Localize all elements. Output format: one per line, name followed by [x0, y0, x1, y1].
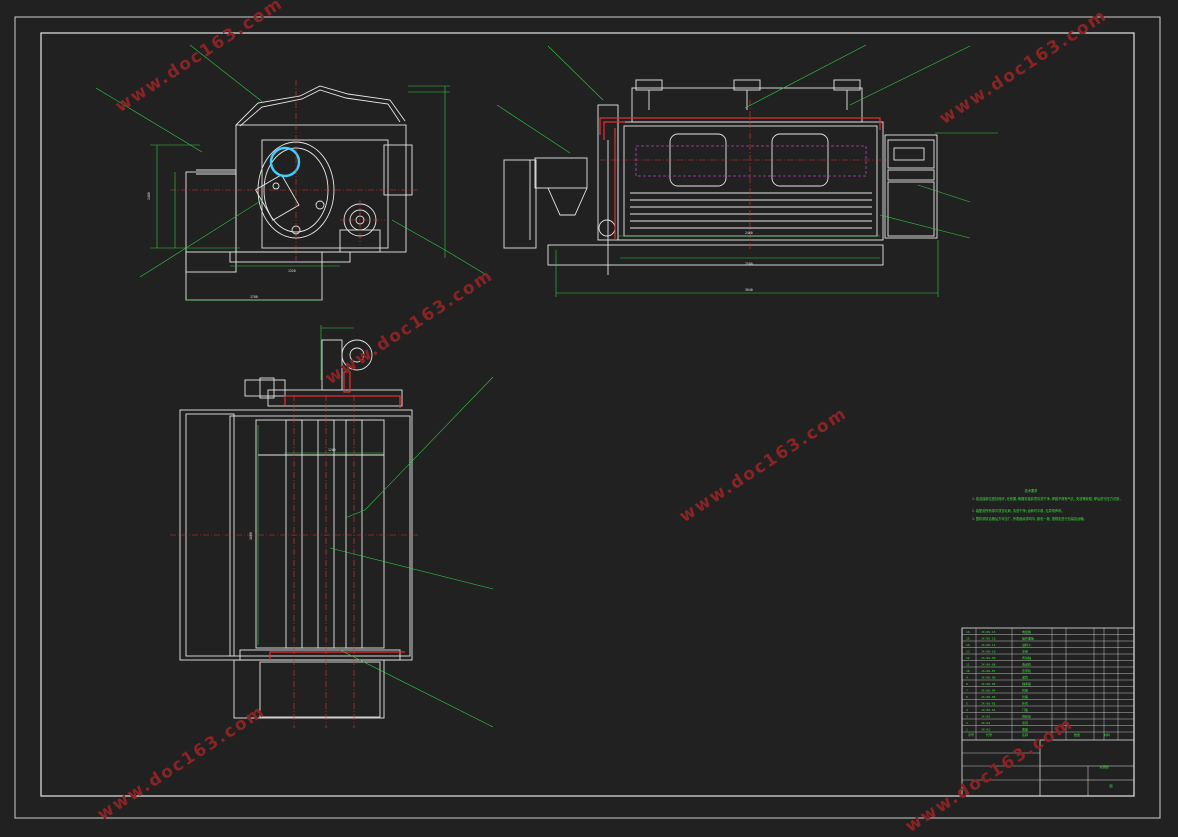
parts-row-name: 观察窗: [1022, 713, 1031, 718]
parts-row-name: 管路: [1022, 694, 1028, 699]
top-span-dim: 1200: [328, 448, 336, 452]
tech-notes: 技术要求 1.各连接部位密封良好,无泄漏;管路安装前须清洗干净,焊缝不得有气孔,…: [972, 488, 1121, 521]
parts-row-code: JX-06-12: [981, 636, 996, 640]
tech-note-1: 1.各连接部位密封良好,无泄漏;管路安装前须清洗干净,焊缝不得有气孔,夹渣等缺陷…: [972, 496, 1121, 501]
parts-row-name: 支架: [1022, 648, 1028, 653]
front-view-dimensions: [496, 44, 998, 297]
parts-row-no: 5: [966, 701, 968, 705]
parts-row-no: 12: [966, 656, 970, 660]
top-height-dim: 1800: [249, 532, 253, 540]
parts-row-name: 操作面板: [1022, 635, 1034, 640]
parts-row-code: JX-06-05: [981, 682, 996, 686]
outer-sheet-border: [14, 16, 1161, 819]
parts-row-name: 皮带轮: [1022, 668, 1031, 673]
parts-row-no: 6: [966, 695, 968, 699]
drawing-name: 总装图: [1099, 764, 1108, 769]
tb-header-name: 名称: [1022, 732, 1028, 737]
parts-row-name: 门板: [1022, 707, 1028, 712]
side-view-inlet-blue: [269, 146, 301, 178]
parts-row-no: 9: [966, 675, 968, 679]
parts-row-no: 13: [966, 649, 970, 653]
parts-row-name: 滚筒: [1022, 674, 1028, 679]
parts-row-no: 8: [966, 682, 968, 686]
tech-note-3: 3.整机调试合格后方可出厂,外表面涂漆均匀,颜色一致,按规定进行包装及运输。: [972, 516, 1087, 521]
parts-row-no: 4: [966, 708, 968, 712]
front-view: [503, 79, 938, 275]
parts-row-no: 16: [966, 630, 970, 634]
parts-row-no: 14: [966, 643, 970, 647]
parts-row-name: 进料斗: [1022, 642, 1031, 647]
parts-row-code: JX-05: [981, 714, 990, 718]
tech-note-2: 2.装配前所有零件须去毛刺,清洗干净;运转时平稳,无异常声响,: [972, 508, 1063, 513]
parts-row-name: 电控箱: [1022, 629, 1031, 634]
front-view-heater-zone: [635, 145, 867, 177]
parts-row-code: JX-06-04: [981, 688, 996, 692]
tb-header-no: 序号: [968, 732, 974, 737]
parts-row-code: JX-06-09: [981, 656, 996, 660]
tech-notes-title: 技术要求: [1025, 488, 1039, 493]
front-drum-dim: 2460: [745, 231, 753, 235]
side-view-centerlines: [170, 80, 420, 262]
side-width-dim: 1780: [250, 295, 258, 299]
tb-header-code: 代号: [986, 732, 992, 737]
side-view: [185, 85, 413, 301]
parts-row-code: JX-06-02: [981, 701, 996, 705]
top-view: [179, 339, 413, 719]
front-total-dim: 3640: [745, 288, 753, 292]
top-view-centerlines: [170, 395, 420, 728]
tb-header-qty: 数量: [1074, 732, 1080, 737]
parts-row-code: JX-03: [981, 727, 990, 731]
inner-drawing-frame: [40, 32, 1135, 797]
parts-row-name: 传动轴: [1022, 655, 1031, 660]
parts-row-code: JX-06-06: [981, 675, 996, 679]
parts-row-no: 1: [966, 727, 968, 731]
tb-header-mat: 材料: [1104, 732, 1110, 737]
parts-row-no: 7: [966, 688, 968, 692]
parts-row-code: JX-06-10: [981, 649, 996, 653]
parts-row-name: 吊耳: [1022, 721, 1028, 725]
sheet-label: 图: [1109, 784, 1112, 788]
parts-row-code: JX-06-08: [981, 662, 996, 666]
parts-row-code: JX-06-11: [981, 643, 996, 647]
front-view-pipes: [599, 117, 881, 240]
side-view-dimensions: [95, 44, 491, 301]
parts-row-code: JX-04: [981, 721, 990, 725]
parts-row-name: 外壳: [1022, 700, 1028, 705]
parts-row-code: JX-06-03: [981, 695, 996, 699]
parts-row-name: 轴承座: [1022, 681, 1031, 686]
parts-row-name: 底座: [1022, 726, 1028, 731]
top-view-dimensions: [257, 325, 494, 728]
front-view-centerlines: [600, 100, 890, 250]
parts-row-no: 11: [966, 662, 970, 666]
top-view-pipes: [269, 371, 405, 660]
front-inner-dim: 2580: [745, 262, 753, 266]
parts-row-no: 15: [966, 636, 970, 640]
parts-row-no: 3: [966, 714, 968, 718]
side-height-dim: 1480: [147, 192, 151, 200]
parts-row-name: 电动机: [1022, 661, 1031, 666]
parts-row-no: 2: [966, 721, 968, 725]
parts-row-code: JX-06-07: [981, 669, 996, 673]
parts-row-code: JX-06-01: [981, 708, 996, 712]
parts-row-no: 10: [966, 669, 970, 673]
side-base-dim: 1320: [288, 269, 296, 273]
parts-row-name: 机架: [1022, 687, 1028, 692]
parts-row-code: JX-06-13: [981, 630, 996, 634]
